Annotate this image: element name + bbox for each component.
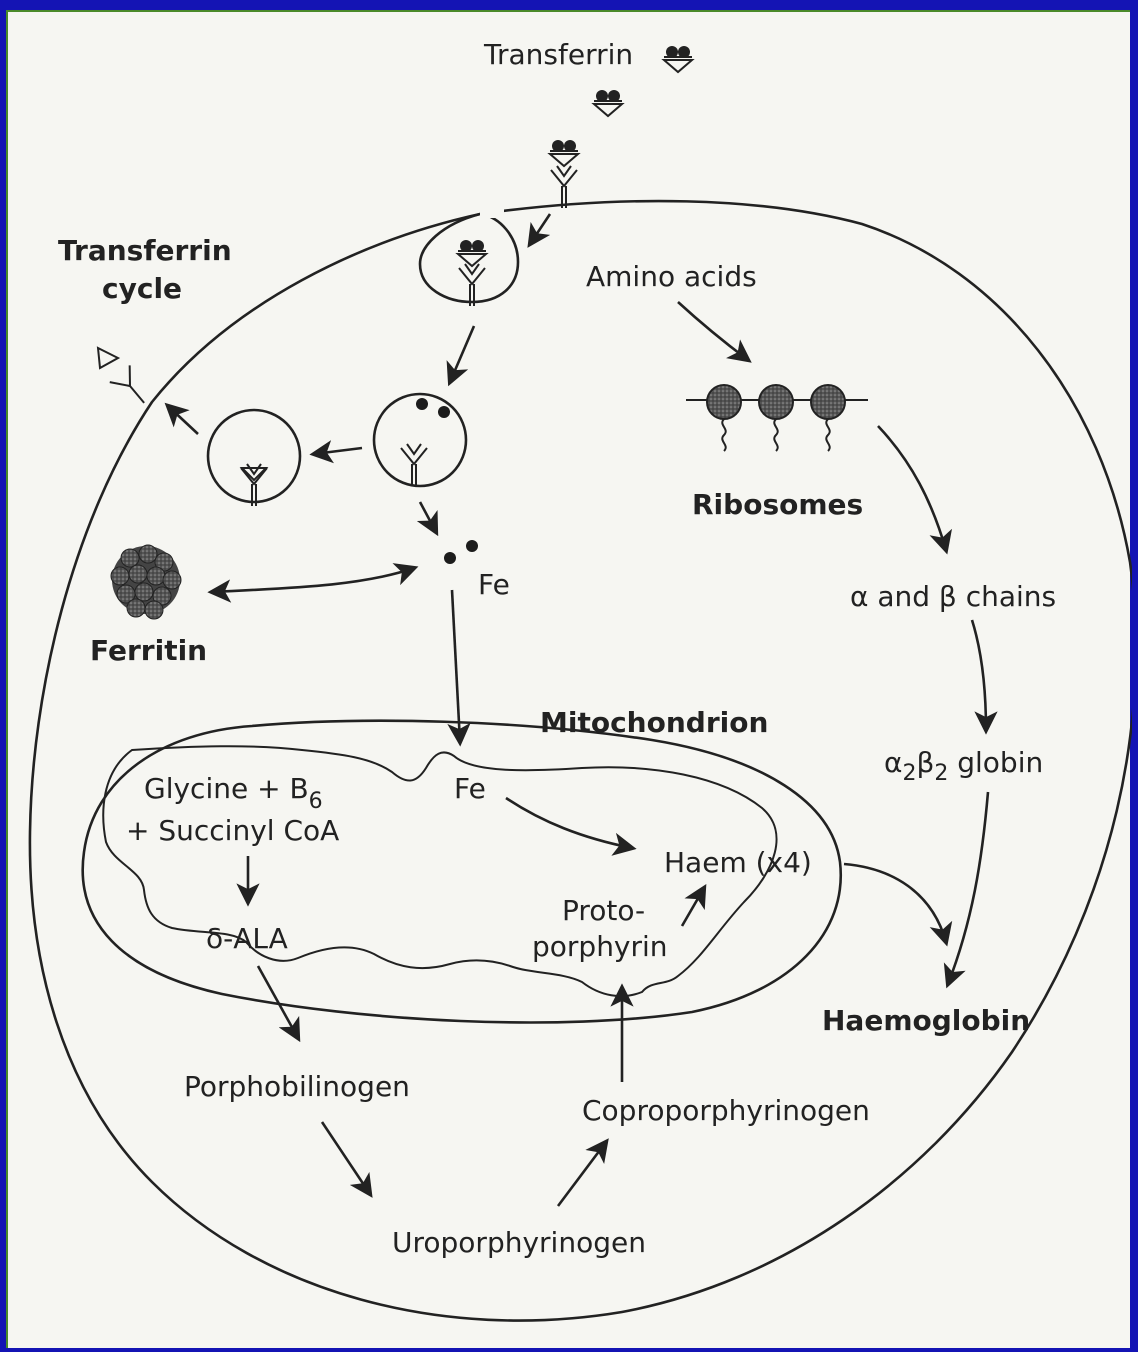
iron-dot [438, 406, 450, 418]
receptor-in-endosome-icon [401, 444, 427, 486]
transferrin-in-pit-icon [458, 240, 486, 266]
globin-label: α2β2 globin [884, 746, 1043, 786]
arrow-pbg-to-uro [322, 1122, 370, 1194]
arrow-fe-to-haem [506, 798, 632, 848]
arrow-proto-to-haem [682, 888, 704, 926]
erythroblast-diagram: Transferrin Transferrin cycle Fe Ferriti… [8, 12, 1132, 1350]
mitochondrion-label: Mitochondrion [540, 706, 768, 739]
arrow-to-globin [972, 620, 986, 730]
arrow-to-recycling-vesicle [314, 448, 362, 454]
haem-label: Haem (x4) [664, 846, 812, 879]
transferrin-receptor-icon [551, 166, 577, 208]
ala-label: δ-ALA [206, 922, 288, 955]
transferrin-cycle-label-2: cycle [102, 272, 182, 305]
haemoglobin-label: Haemoglobin [822, 1004, 1030, 1037]
arrow-globin-to-haemoglobin [948, 792, 988, 984]
transferrin-icon [664, 46, 692, 72]
amino-acids-label: Amino acids [586, 260, 757, 293]
arrow-to-endosome [450, 326, 474, 382]
transferrin-icon [594, 90, 622, 116]
ribosomes-icon [686, 385, 868, 451]
ribosomes-label: Ribosomes [692, 488, 863, 521]
fe-label: Fe [478, 568, 510, 601]
arrow-to-chains [878, 426, 946, 550]
arrow-fe-to-mitochondrion [452, 590, 460, 742]
arrow-haem-to-haemoglobin [844, 864, 946, 942]
iron-dot [466, 540, 478, 552]
coproporphyrinogen-label: Coproporphyrinogen [582, 1094, 870, 1127]
glycine-label: Glycine + B6 [144, 772, 323, 814]
ferritin-label: Ferritin [90, 634, 207, 667]
apotransferrin-icon [98, 348, 118, 368]
receptor-in-pit-icon [459, 264, 485, 306]
protoporphyrin-label-1: Proto- [562, 894, 645, 927]
iron-dot [416, 398, 428, 410]
ferritin-icon [111, 545, 181, 619]
surface-receptor-icon [110, 365, 154, 411]
arrow-receptor-return [168, 406, 198, 434]
protoporphyrin-label-2: porphyrin [532, 930, 668, 963]
arrow-uro-to-copro [558, 1142, 606, 1206]
porphobilinogen-label: Porphobilinogen [184, 1070, 410, 1103]
fe-mito-label: Fe [454, 772, 486, 805]
uroporphyrinogen-label: Uroporphyrinogen [392, 1226, 646, 1259]
diagram-frame: Transferrin Transferrin cycle Fe Ferriti… [6, 10, 1130, 1348]
arrow-to-fe [420, 502, 436, 532]
iron-dot [444, 552, 456, 564]
arrow-fe-ferritin [212, 568, 414, 592]
recycling-vesicle [208, 410, 300, 502]
arrow-to-ribosomes [678, 302, 748, 360]
transferrin-label: Transferrin [483, 38, 633, 71]
transferrin-icon [550, 140, 578, 166]
arrow-endocytosis [530, 214, 550, 244]
transferrin-cycle-label-1: Transferrin [58, 234, 232, 267]
succinyl-coa-label: + Succinyl CoA [126, 814, 339, 847]
chains-label: α and β chains [850, 580, 1056, 613]
